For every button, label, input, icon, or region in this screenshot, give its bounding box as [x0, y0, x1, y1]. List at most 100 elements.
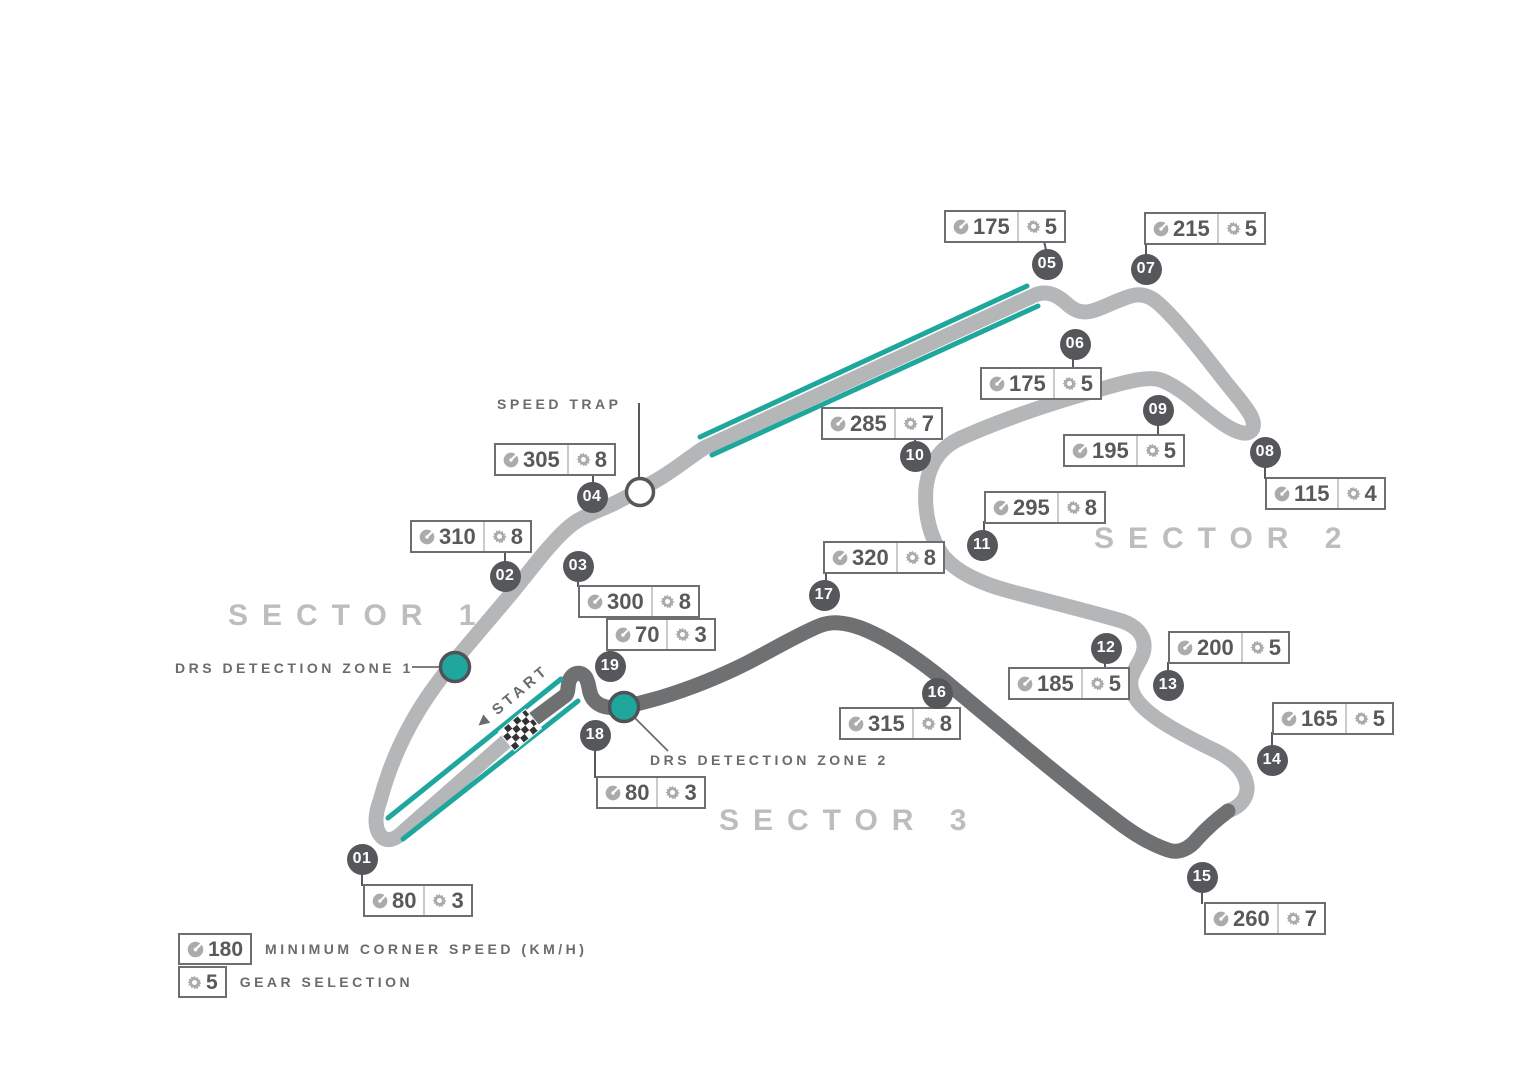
cell-divider	[1080, 669, 1083, 698]
corner-marker-15: 15	[1186, 861, 1218, 893]
corner-speed-cell: 260	[1206, 904, 1277, 933]
corner-label-box: 320 8	[823, 541, 945, 574]
cell-divider	[893, 409, 896, 438]
corner-marker-03: 03	[562, 550, 594, 582]
cell-divider	[1216, 214, 1219, 243]
corner-speed-value: 195	[1092, 437, 1129, 463]
corner-gear-cell: 3	[425, 886, 470, 915]
gear-icon	[665, 785, 681, 800]
drs-detection-zone1-circle	[438, 650, 472, 684]
corner-speed-value: 70	[635, 621, 660, 647]
corner-label-box: 310 8	[410, 520, 532, 553]
corner-speed-value: 295	[1013, 494, 1050, 520]
speedometer-icon	[605, 784, 621, 801]
drs-zone-start-top-line	[385, 676, 564, 821]
corner-gear-value: 7	[921, 410, 934, 436]
corner-label-box: 80 3	[596, 776, 706, 809]
corner-number: 19	[600, 657, 620, 674]
speedometer-icon	[993, 499, 1009, 516]
corner-number: 09	[1148, 401, 1168, 418]
speedometer-icon	[1274, 485, 1290, 502]
corner-speed-cell: 320	[825, 543, 896, 572]
gear-icon	[921, 716, 936, 731]
sector3-label: SECTOR 3	[719, 804, 981, 837]
corner-speed-value: 260	[1233, 905, 1270, 931]
cell-divider	[482, 522, 485, 551]
cell-divider	[666, 620, 669, 649]
cell-divider	[1052, 369, 1055, 398]
corner-gear-value: 5	[1244, 215, 1257, 241]
speedometer-icon	[1072, 442, 1088, 459]
gear-icon	[903, 416, 918, 431]
corner-gear-cell: 8	[569, 445, 614, 474]
speedometer-icon	[1177, 639, 1193, 656]
cell-divider	[1016, 212, 1019, 241]
gear-icon	[187, 975, 202, 989]
corner-gear-value: 5	[1268, 634, 1281, 660]
corner-speed-cell: 80	[365, 886, 423, 915]
corner-speed-cell: 295	[986, 493, 1057, 522]
corner-label-box: 305 8	[494, 443, 616, 476]
corner-speed-value: 310	[439, 523, 476, 549]
corner-number: 12	[1096, 639, 1116, 656]
gear-icon	[1250, 640, 1265, 655]
corner-marker-13: 13	[1152, 669, 1184, 701]
corner-speed-cell: 185	[1010, 669, 1081, 698]
legend-gear-row: 5 GEAR SELECTION	[178, 966, 413, 998]
corner-speed-value: 200	[1197, 634, 1234, 660]
legend-speed-box: 180	[178, 933, 253, 965]
corner-gear-value: 3	[684, 779, 697, 805]
corner-gear-cell: 4	[1339, 479, 1384, 508]
corner-gear-value: 8	[1084, 494, 1097, 520]
speedometer-icon	[1213, 910, 1229, 927]
corner-label-box: 175 5	[980, 367, 1102, 400]
corner-gear-value: 8	[678, 588, 691, 614]
corner-number: 03	[568, 557, 588, 574]
legend-gear-text: GEAR SELECTION	[239, 974, 414, 990]
corner-marker-05: 05	[1031, 248, 1063, 280]
gear-icon	[432, 893, 448, 908]
corner-gear-value: 8	[939, 710, 952, 736]
corner-gear-cell: 5	[1138, 436, 1183, 465]
drs-zone-kemmel-top-line	[697, 283, 1030, 440]
corner-gear-value: 3	[451, 887, 464, 913]
corner-number: 04	[582, 488, 602, 505]
corner-marker-09: 09	[1142, 394, 1174, 426]
track-sector3-path	[511, 615, 1236, 859]
corner-gear-cell: 5	[1019, 212, 1064, 241]
corner-gear-cell: 7	[1279, 904, 1324, 933]
corner-speed-value: 165	[1301, 705, 1338, 731]
speedometer-icon	[953, 218, 969, 235]
corner-number: 16	[927, 684, 947, 701]
corner-gear-value: 5	[1163, 437, 1176, 463]
legend-speed-text: MINIMUM CORNER SPEED (KM/H)	[265, 941, 588, 957]
corner-number: 08	[1255, 443, 1275, 460]
corner-number: 18	[585, 726, 605, 743]
corner-speed-cell: 175	[982, 369, 1053, 398]
corner-label-box: 195 5	[1063, 434, 1185, 467]
cell-divider	[911, 709, 914, 738]
legend-gear-box: 5	[178, 966, 227, 998]
drs-zone-start-bottom-line	[400, 698, 581, 842]
corner-marker-18: 18	[579, 719, 611, 751]
corner-marker-02: 02	[489, 560, 521, 592]
corner-speed-cell: 70	[608, 620, 666, 649]
corner-gear-cell: 8	[485, 522, 530, 551]
corner-number: 11	[973, 536, 991, 553]
corner-speed-value: 185	[1037, 670, 1074, 696]
corner-gear-cell: 5	[1055, 369, 1100, 398]
cell-divider	[1056, 493, 1059, 522]
corner-number: 05	[1037, 255, 1057, 272]
corner-gear-cell: 8	[898, 543, 943, 572]
corner-marker-17: 17	[808, 579, 840, 611]
corner-marker-01: 01	[346, 843, 378, 875]
corner-speed-value: 80	[625, 779, 650, 805]
speedometer-icon	[503, 451, 519, 468]
speedometer-icon	[1153, 220, 1169, 237]
corner-number: 10	[905, 447, 925, 464]
corner-speed-cell: 115	[1267, 479, 1337, 508]
legend-speed-value: 180	[208, 937, 244, 961]
corner-gear-cell: 7	[896, 409, 941, 438]
